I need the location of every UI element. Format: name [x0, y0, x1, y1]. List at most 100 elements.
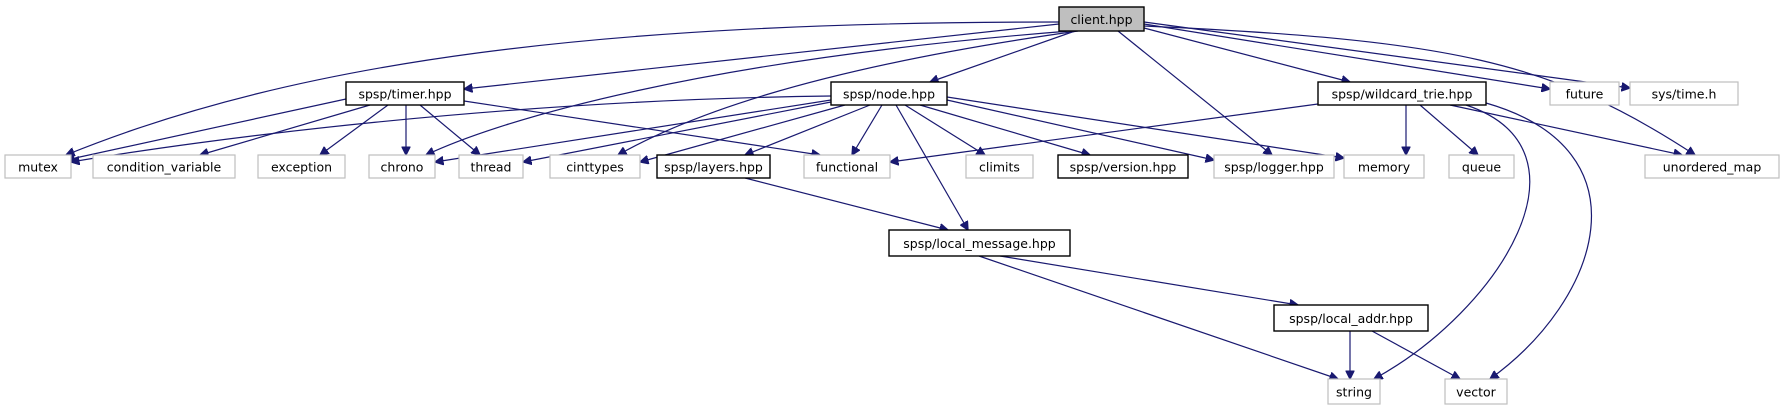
edge-node-to-version: [919, 104, 1090, 155]
edge-timer-to-exception: [320, 104, 389, 155]
node-timer[interactable]: spsp/timer.hpp: [345, 81, 465, 106]
node-box: [345, 81, 465, 106]
edge-client-to-wildcard: [1143, 27, 1350, 82]
node-label: functional: [816, 160, 878, 175]
node-box: [1644, 154, 1780, 179]
node-label: vector: [1456, 385, 1497, 400]
node-box: [1549, 81, 1620, 106]
edge-client-to-systime: [1143, 21, 1630, 88]
edge-localaddr-to-vector: [1371, 330, 1460, 379]
edge-localmsg-to-localaddr: [999, 255, 1298, 305]
node-localmsg[interactable]: spsp/local_message.hpp: [888, 229, 1071, 257]
node-label: unordered_map: [1663, 160, 1762, 175]
node-string: string: [1327, 378, 1381, 405]
edge-localmsg-to-string: [978, 255, 1338, 379]
edge-timer-to-thread: [419, 104, 480, 155]
node-box: [830, 81, 948, 106]
node-condvar: condition_variable: [92, 154, 236, 179]
node-label: thread: [471, 160, 512, 175]
node-box: [458, 154, 524, 179]
node-label: climits: [979, 160, 1020, 175]
node-label: queue: [1462, 160, 1501, 175]
node-box: [92, 154, 236, 179]
node-box: [803, 154, 891, 179]
edge-node-to-mutex: [71, 95, 832, 162]
edge-timer-to-mutex: [66, 98, 347, 160]
node-label: cinttypes: [566, 160, 624, 175]
edge-client-to-node: [930, 30, 1076, 82]
node-vector: vector: [1444, 378, 1508, 405]
node-systime: sys/time.h: [1629, 81, 1739, 106]
node-label: spsp/version.hpp: [1070, 160, 1177, 175]
node-memory: memory: [1343, 154, 1425, 179]
node-box: [1629, 81, 1739, 106]
edge-client-to-logger: [1117, 30, 1272, 155]
edge-node-to-functional: [852, 104, 883, 155]
node-wildcard[interactable]: spsp/wildcard_trie.hpp: [1317, 81, 1487, 106]
node-client[interactable]: client.hpp: [1058, 6, 1145, 32]
node-exception: exception: [257, 154, 346, 179]
node-box: [368, 154, 436, 179]
edge-client-to-chrono: [426, 30, 1071, 155]
node-label: spsp/node.hpp: [843, 87, 935, 102]
edge-timer-to-condvar: [200, 104, 371, 155]
node-label: spsp/wildcard_trie.hpp: [1332, 87, 1473, 102]
node-box: [549, 154, 641, 179]
edge-node-to-logger: [946, 99, 1214, 160]
edge-client-to-timer: [464, 23, 1060, 89]
node-label: sys/time.h: [1652, 87, 1717, 102]
node-climits: climits: [965, 154, 1034, 179]
node-future: future: [1549, 81, 1620, 106]
node-layers[interactable]: spsp/layers.hpp: [656, 154, 771, 179]
node-box: [656, 154, 771, 179]
node-cinttypes: cinttypes: [549, 154, 641, 179]
node-label: spsp/logger.hpp: [1224, 160, 1324, 175]
node-label: memory: [1358, 160, 1411, 175]
node-chrono: chrono: [368, 154, 436, 179]
edge-timer-to-functional: [463, 100, 820, 155]
node-thread: thread: [458, 154, 524, 179]
edge-node-to-cinttypes: [640, 104, 846, 162]
edge-wildcard-to-vector: [1485, 102, 1593, 379]
edge-wildcard-to-functional: [890, 103, 1319, 162]
node-version[interactable]: spsp/version.hpp: [1057, 154, 1189, 179]
node-label: future: [1566, 87, 1604, 102]
node-umap: unordered_map: [1644, 154, 1780, 179]
node-box: [1327, 378, 1381, 405]
node-box: [1317, 81, 1487, 106]
node-box: [1057, 154, 1189, 179]
edge-layers-to-localmsg: [744, 177, 948, 230]
node-box: [888, 229, 1071, 257]
node-logger: spsp/logger.hpp: [1213, 154, 1335, 179]
edge-client-to-mutex: [66, 21, 1060, 155]
node-box: [1343, 154, 1425, 179]
node-box: [965, 154, 1034, 179]
node-box: [1444, 378, 1508, 405]
node-box: [4, 154, 72, 179]
node-label: spsp/layers.hpp: [664, 160, 763, 175]
node-label: spsp/timer.hpp: [358, 87, 451, 102]
node-label: chrono: [381, 160, 424, 175]
edge-client-to-future: [1143, 23, 1550, 89]
edge-node-to-layers: [745, 104, 871, 155]
node-functional: functional: [803, 154, 891, 179]
node-box: [1273, 304, 1429, 332]
node-label: client.hpp: [1070, 12, 1132, 27]
node-box: [257, 154, 346, 179]
edges-layer: [66, 21, 1695, 379]
node-box: [1448, 154, 1515, 179]
edge-wildcard-to-string: [1374, 104, 1531, 379]
node-localaddr[interactable]: spsp/local_addr.hpp: [1273, 304, 1429, 332]
node-queue: queue: [1448, 154, 1515, 179]
node-mutex: mutex: [4, 154, 72, 179]
edge-node-to-localmsg: [895, 104, 968, 230]
node-box: [1213, 154, 1335, 179]
node-label: spsp/local_message.hpp: [903, 236, 1055, 251]
edge-client-to-umap: [1143, 25, 1695, 155]
edge-node-to-climits: [904, 104, 985, 155]
nodes-layer: client.hpp spsp/timer.hpp spsp/node.hpp sps…: [4, 6, 1780, 405]
node-node[interactable]: spsp/node.hpp: [830, 81, 948, 106]
edge-wildcard-to-umap: [1449, 104, 1682, 155]
edge-node-to-chrono: [435, 99, 832, 162]
node-label: spsp/local_addr.hpp: [1289, 311, 1413, 326]
